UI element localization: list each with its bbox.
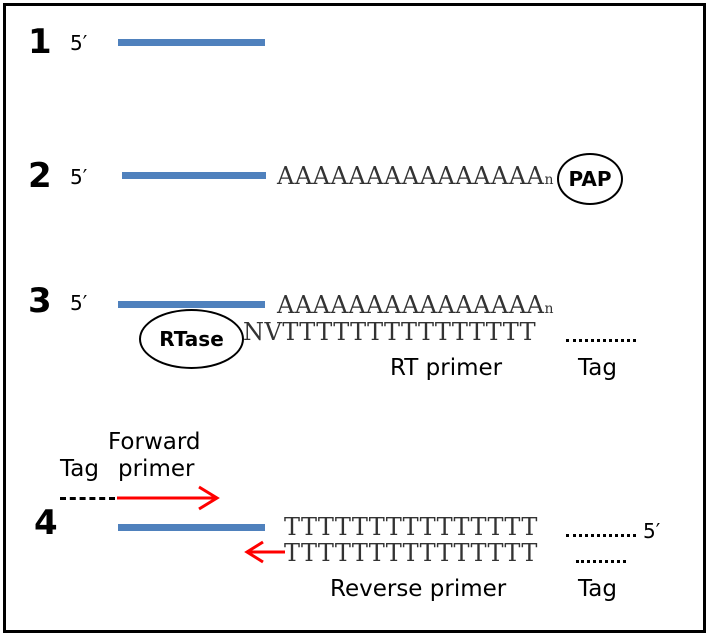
step-2-number: 2: [28, 156, 52, 196]
step-3-five-prime-label: 5′: [70, 291, 88, 315]
forward-arrow-head: [198, 485, 220, 511]
step-2-poly-a-tail: AAAAAAAAAAAAAAAn: [277, 164, 554, 188]
step-4-bottom-tag-dots: [576, 560, 626, 563]
step-4-number: 4: [34, 503, 58, 543]
step-4-poly-t-top: TTTTTTTTTTTTTTT: [284, 513, 538, 541]
poly-a-sequence: AAAAAAAAAAAAAAA: [277, 162, 545, 190]
step-1-five-prime-label: 5′: [70, 31, 88, 55]
step-1-number: 1: [28, 22, 52, 62]
step-4-tag-label-right: Tag: [578, 576, 617, 602]
step-4-forward-label-line1: Forward: [108, 429, 201, 455]
rtase-label: RTase: [159, 327, 224, 351]
step-4-reverse-primer-label: Reverse primer: [330, 576, 507, 602]
reverse-primer-arrow: [244, 540, 285, 564]
step-4-poly-t-bottom: TTTTTTTTTTTTTTT: [284, 539, 538, 567]
pap-label: PAP: [568, 167, 612, 191]
step-4-forward-tag-dashes: [60, 497, 115, 500]
pap-enzyme: PAP: [557, 153, 623, 205]
step-3-rt-primer-sequence: NVTTTTTTTTTTTTTTT: [243, 318, 537, 346]
reverse-arrow-head: [244, 540, 264, 564]
step-3-rna-strand: [118, 301, 265, 308]
step-3-poly-a-tail: AAAAAAAAAAAAAAAn: [277, 293, 554, 317]
step-4-five-prime-label: 5′: [643, 519, 661, 543]
step-3-tag-dots: [566, 339, 636, 342]
poly-a-sequence: AAAAAAAAAAAAAAA: [277, 291, 545, 319]
step-3-number: 3: [28, 281, 52, 321]
step-4-top-tag-dots: [566, 534, 636, 537]
step-1-rna-strand: [118, 39, 265, 46]
poly-a-subscript: n: [544, 172, 555, 188]
step-3-rt-primer-label: RT primer: [390, 355, 503, 381]
step-4-rna-strand: [118, 524, 265, 531]
step-4-forward-label-line2: primer: [118, 456, 195, 482]
forward-primer-arrow: [117, 485, 220, 511]
step-4-tag-label-left: Tag: [60, 456, 99, 482]
step-2-five-prime-label: 5′: [70, 165, 88, 189]
step-3-tag-label: Tag: [578, 355, 617, 381]
poly-a-subscript: n: [544, 301, 555, 317]
step-2-rna-strand: [122, 172, 266, 179]
rtase-enzyme: RTase: [139, 309, 244, 369]
